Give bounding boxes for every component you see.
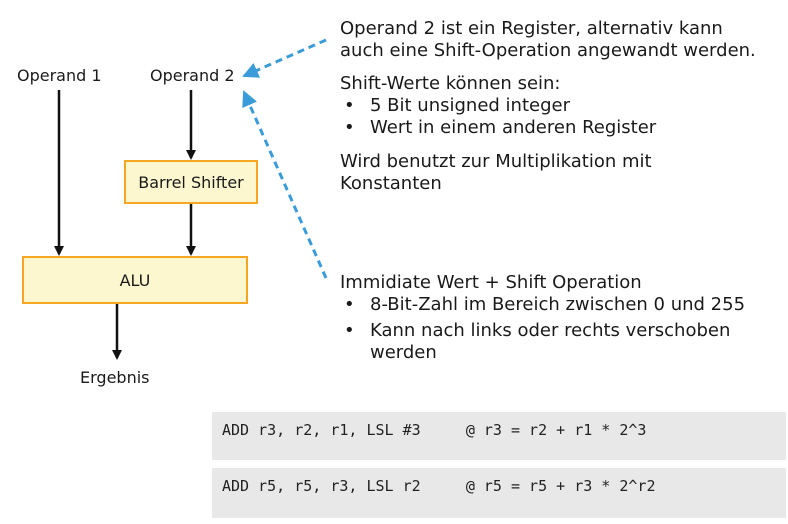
- immediate-dashed-arrow: [242, 90, 328, 279]
- alu-label: ALU: [119, 270, 151, 290]
- bullet-icon: •: [344, 320, 355, 341]
- alu-box: ALU: [22, 256, 248, 304]
- list-item: •Kann nach links oder rechts verschoben …: [344, 320, 731, 363]
- immediate-title: Immidiate Wert + Shift Operation: [340, 272, 642, 293]
- bullet-icon: •: [344, 117, 355, 138]
- operand1-label: Operand 1: [17, 66, 102, 85]
- list-item: •Wert in einem anderen Register: [344, 117, 657, 138]
- bullet-icon: •: [344, 95, 355, 116]
- operand2-label: Operand 2: [150, 66, 235, 85]
- list-item: •5 Bit unsigned integer: [344, 95, 570, 116]
- list-item: •8-Bit-Zahl im Bereich zwischen 0 und 25…: [344, 294, 746, 315]
- shift-values-title: Shift-Werte können sein:: [340, 73, 561, 94]
- shift-values-list: •5 Bit unsigned integer •Wert in einem a…: [340, 95, 760, 139]
- multiplication-note: Wird benutzt zur Multiplikation mit Kons…: [340, 151, 652, 194]
- register-note: Operand 2 ist ein Register, alternativ k…: [340, 18, 756, 61]
- bullet-icon: •: [344, 294, 355, 315]
- barrel-shifter-label: Barrel Shifter: [138, 172, 244, 192]
- code-line-2: ADD r5, r5, r3, LSL r2 @ r5 = r5 + r3 * …: [212, 468, 786, 518]
- notes-upper: Operand 2 ist ein Register, alternativ k…: [340, 18, 760, 195]
- register-note-dashed-arrow: [242, 38, 327, 78]
- result-label: Ergebnis: [80, 368, 150, 387]
- barrel-shifter-box: Barrel Shifter: [124, 160, 258, 204]
- immediate-list: •8-Bit-Zahl im Bereich zwischen 0 und 25…: [340, 294, 770, 364]
- notes-lower: Immidiate Wert + Shift Operation •8-Bit-…: [340, 272, 780, 364]
- code-line-1: ADD r3, r2, r1, LSL #3 @ r3 = r2 + r1 * …: [212, 412, 786, 460]
